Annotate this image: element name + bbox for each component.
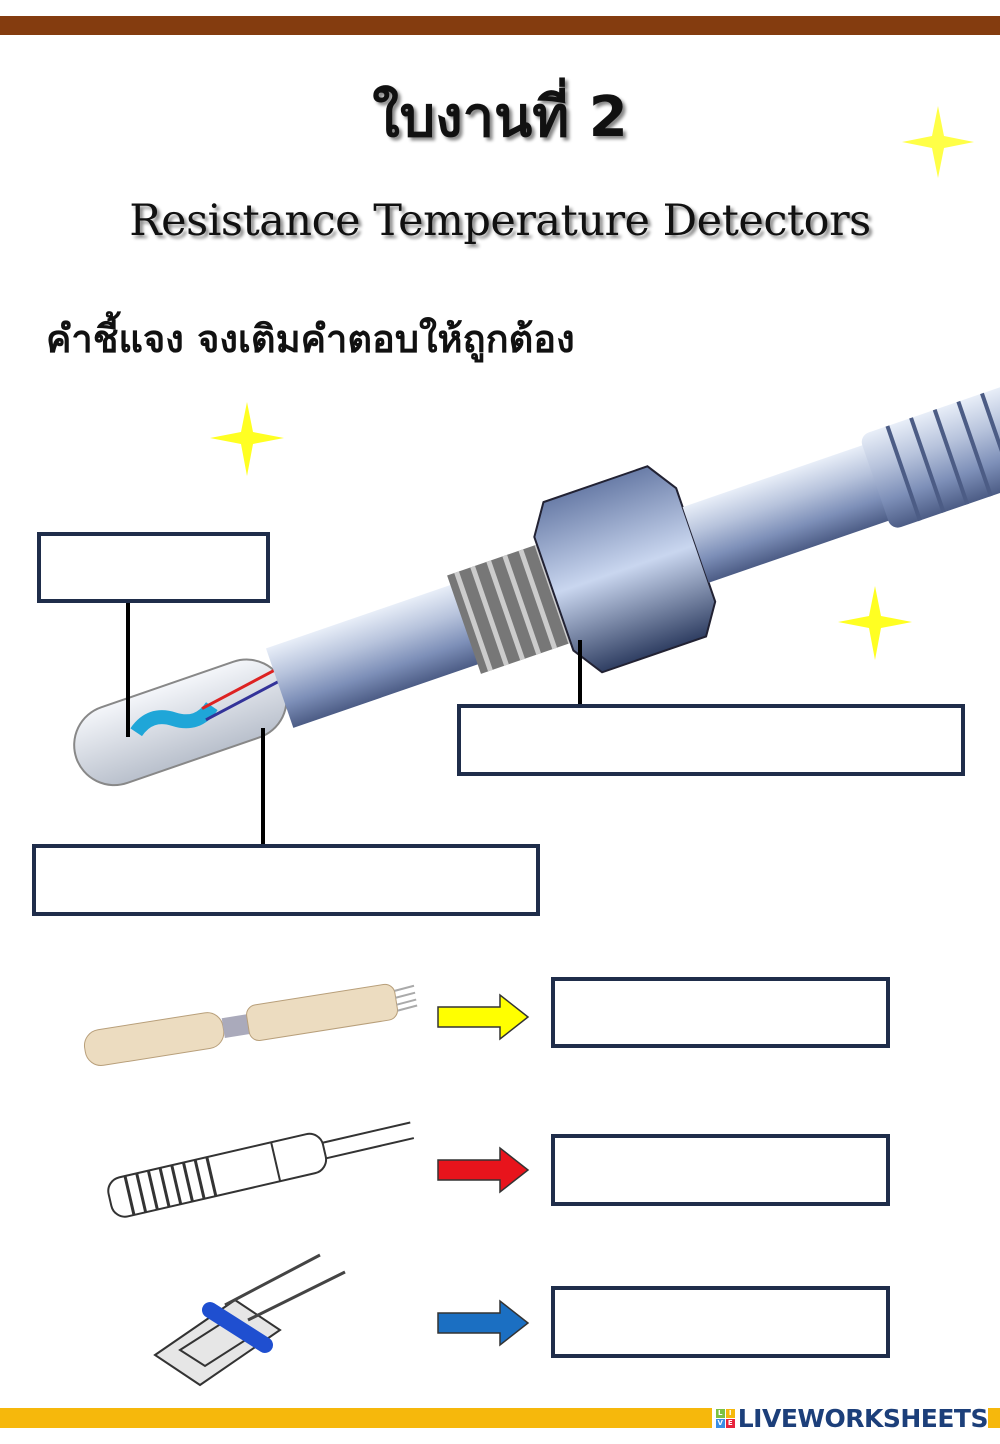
answer-input-sensor-2[interactable] bbox=[551, 1134, 890, 1206]
connector-line bbox=[578, 640, 582, 706]
answer-input-sensing-element[interactable] bbox=[37, 532, 270, 603]
top-bar bbox=[0, 16, 1000, 35]
logo-badge-icon: L I V E bbox=[715, 1409, 735, 1428]
rtd-probe-illustration bbox=[73, 373, 1000, 787]
logo-badge-letter: V bbox=[715, 1419, 725, 1428]
liveworksheets-logo[interactable]: L I V E LIVEWORKSHEETS bbox=[711, 1404, 989, 1433]
ceramic-sensor-illustration bbox=[83, 983, 418, 1066]
logo-badge-letter: L bbox=[715, 1409, 725, 1418]
connector-line bbox=[261, 728, 265, 846]
thin-film-sensor-illustration bbox=[153, 1253, 346, 1387]
answer-input-sheath[interactable] bbox=[32, 844, 540, 916]
star-icon bbox=[210, 402, 912, 660]
answer-input-sensor-1[interactable] bbox=[551, 977, 890, 1048]
wire-wound-sensor-illustration bbox=[107, 1121, 415, 1218]
answer-input-sensor-3[interactable] bbox=[551, 1286, 890, 1358]
answer-input-fitting[interactable] bbox=[457, 704, 965, 776]
connector-line bbox=[126, 602, 130, 737]
logo-badge-letter: I bbox=[725, 1409, 735, 1418]
blue-arrow-icon bbox=[437, 1299, 530, 1347]
red-arrow-icon bbox=[437, 1146, 530, 1194]
logo-text: LIVEWORKSHEETS bbox=[737, 1404, 989, 1433]
yellow-arrow-icon bbox=[437, 993, 530, 1041]
instructions: คำชี้แจง จงเติมคำตอบให้ถูกต้อง bbox=[46, 317, 575, 361]
page-title: ใบงานที่ 2 bbox=[372, 85, 628, 150]
page-subtitle: Resistance Temperature Detectors bbox=[129, 196, 871, 246]
star-icon bbox=[902, 106, 974, 178]
logo-badge-letter: E bbox=[725, 1419, 735, 1428]
